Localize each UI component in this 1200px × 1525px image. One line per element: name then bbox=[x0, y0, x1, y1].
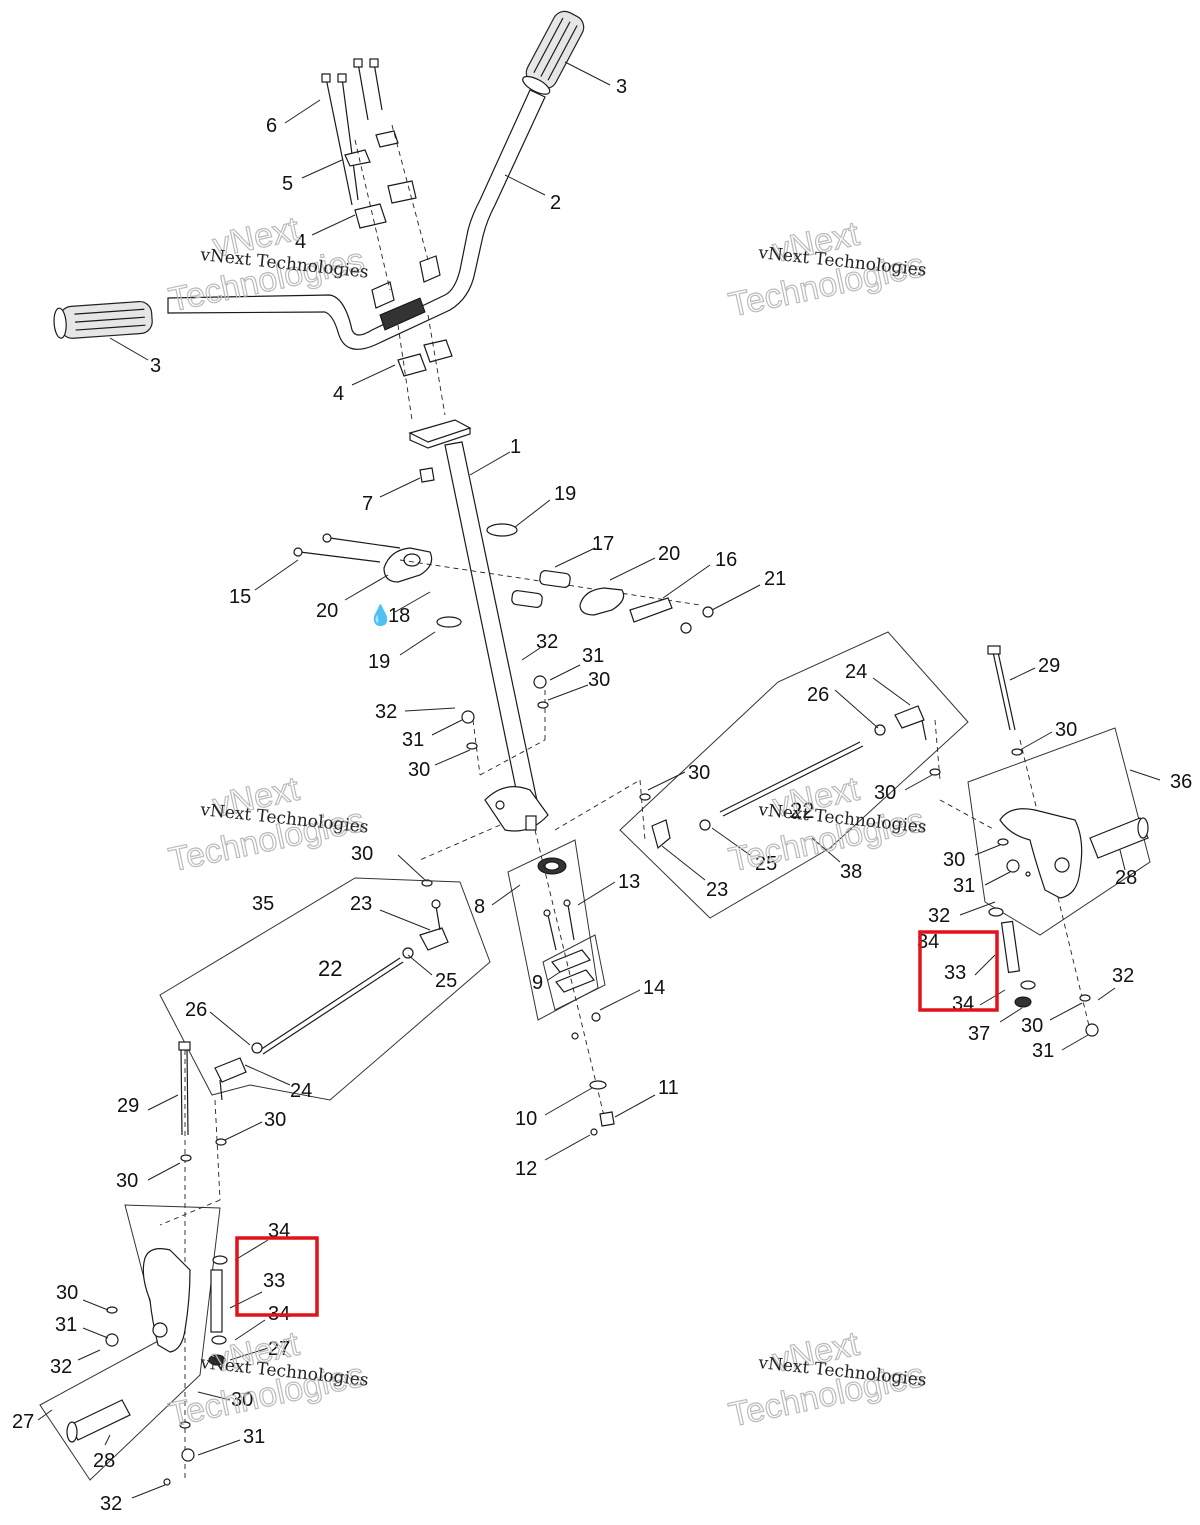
callout-24: 24 bbox=[845, 661, 867, 683]
callout-labels: 1 2 3 3 4 4 5 6 7 8 9 10 11 12 13 14 15 … bbox=[12, 76, 1192, 1515]
callout-25: 25 bbox=[755, 853, 777, 875]
callout-34: 34 bbox=[917, 931, 939, 953]
callout-20: 20 bbox=[316, 600, 338, 622]
callout-32: 32 bbox=[50, 1356, 72, 1378]
callout-33: 33 bbox=[944, 962, 966, 984]
callout-4: 4 bbox=[333, 383, 344, 405]
handlebar-assembly bbox=[53, 10, 585, 421]
left-grip bbox=[53, 300, 153, 339]
callout-32: 32 bbox=[100, 1493, 122, 1515]
callout-27: 27 bbox=[12, 1411, 34, 1433]
callout-26: 26 bbox=[807, 684, 829, 706]
callout-35: 35 bbox=[252, 893, 274, 915]
callout-30: 30 bbox=[1055, 719, 1077, 741]
callout-31: 31 bbox=[55, 1314, 77, 1336]
callout-32: 32 bbox=[928, 905, 950, 927]
callout-21: 21 bbox=[764, 568, 786, 590]
callout-10: 10 bbox=[515, 1108, 537, 1130]
callout-28: 28 bbox=[93, 1450, 115, 1472]
watermark-bottom-left: vNext Technologies vNext Technologies bbox=[165, 1324, 370, 1435]
callout-11: 11 bbox=[658, 1077, 679, 1099]
right-grip bbox=[522, 10, 585, 95]
highlight-box-left-33 bbox=[235, 1236, 319, 1317]
callout-32: 32 bbox=[1112, 965, 1134, 987]
callout-26: 26 bbox=[185, 999, 207, 1021]
callout-32: 32 bbox=[536, 631, 558, 653]
callout-38: 38 bbox=[840, 861, 862, 883]
callout-31: 31 bbox=[243, 1426, 265, 1448]
callout-30: 30 bbox=[688, 762, 710, 784]
callout-9: 9 bbox=[532, 972, 543, 994]
watermark-top-right: vNext Technologies vNext Technologies bbox=[725, 214, 928, 325]
callout-12: 12 bbox=[515, 1158, 537, 1180]
callout-36: 36 bbox=[1170, 771, 1192, 793]
callout-30: 30 bbox=[588, 669, 610, 691]
callout-15: 15 bbox=[229, 586, 251, 608]
callout-33: 33 bbox=[263, 1270, 285, 1292]
callout-30: 30 bbox=[264, 1109, 286, 1131]
callout-30: 30 bbox=[231, 1389, 253, 1411]
callout-30: 30 bbox=[351, 843, 373, 865]
callout-20: 20 bbox=[658, 543, 680, 565]
callout-4: 4 bbox=[295, 231, 306, 253]
watermark-mid-left: vNext Technologies vNext Technologies bbox=[165, 769, 370, 880]
callout-27: 27 bbox=[268, 1338, 290, 1360]
callout-2: 2 bbox=[550, 192, 561, 214]
callout-3: 3 bbox=[150, 355, 161, 377]
callout-31: 31 bbox=[582, 645, 604, 667]
callout-6: 6 bbox=[266, 115, 277, 137]
steering-column bbox=[408, 419, 549, 832]
callout-7: 7 bbox=[362, 493, 373, 515]
callout-29: 29 bbox=[117, 1095, 139, 1117]
handlebar-tube bbox=[167, 89, 546, 350]
callout-30: 30 bbox=[943, 849, 965, 871]
watermark-bottom-right: vNext Technologies vNext Technologies bbox=[725, 1324, 928, 1435]
callout-22: 22 bbox=[790, 798, 814, 823]
callout-30: 30 bbox=[1021, 1015, 1043, 1037]
callout-28: 28 bbox=[1115, 867, 1137, 889]
callout-25: 25 bbox=[435, 970, 457, 992]
callout-19: 19 bbox=[554, 483, 576, 505]
callout-32: 32 bbox=[375, 701, 397, 723]
callout-37: 37 bbox=[968, 1023, 990, 1045]
callout-31: 31 bbox=[1032, 1040, 1054, 1062]
callout-13: 13 bbox=[618, 871, 640, 893]
callout-30: 30 bbox=[56, 1282, 78, 1304]
callout-29: 29 bbox=[1038, 655, 1060, 677]
callout-5: 5 bbox=[282, 173, 293, 195]
callout-18-icon: 💧 bbox=[368, 603, 393, 627]
callout-17: 17 bbox=[592, 533, 614, 555]
callout-23: 23 bbox=[706, 879, 728, 901]
callout-24: 24 bbox=[290, 1080, 312, 1102]
callout-8: 8 bbox=[474, 896, 485, 918]
left-tie-rod-group bbox=[159, 877, 491, 1146]
callout-18: 18 bbox=[388, 605, 410, 627]
callout-1: 1 bbox=[510, 436, 521, 458]
lower-bracket-assembly bbox=[507, 829, 615, 1136]
mid-bracket-assembly bbox=[293, 533, 714, 634]
callout-16: 16 bbox=[715, 549, 737, 571]
callout-22: 22 bbox=[318, 956, 342, 981]
right-knuckle-group bbox=[967, 645, 1151, 1037]
callout-30: 30 bbox=[408, 759, 430, 781]
callout-3: 3 bbox=[616, 76, 627, 98]
callout-31: 31 bbox=[402, 729, 424, 751]
leader-lines bbox=[37, 61, 1161, 1499]
highlight-box-right-33 bbox=[918, 930, 999, 1012]
center-tie-rod-group bbox=[619, 631, 969, 919]
callout-31: 31 bbox=[953, 875, 975, 897]
callout-19: 19 bbox=[368, 651, 390, 673]
left-knuckle-group bbox=[39, 1041, 228, 1486]
callout-14: 14 bbox=[643, 977, 665, 999]
callout-30: 30 bbox=[874, 782, 896, 804]
callout-30: 30 bbox=[116, 1170, 138, 1192]
callout-23: 23 bbox=[350, 893, 372, 915]
